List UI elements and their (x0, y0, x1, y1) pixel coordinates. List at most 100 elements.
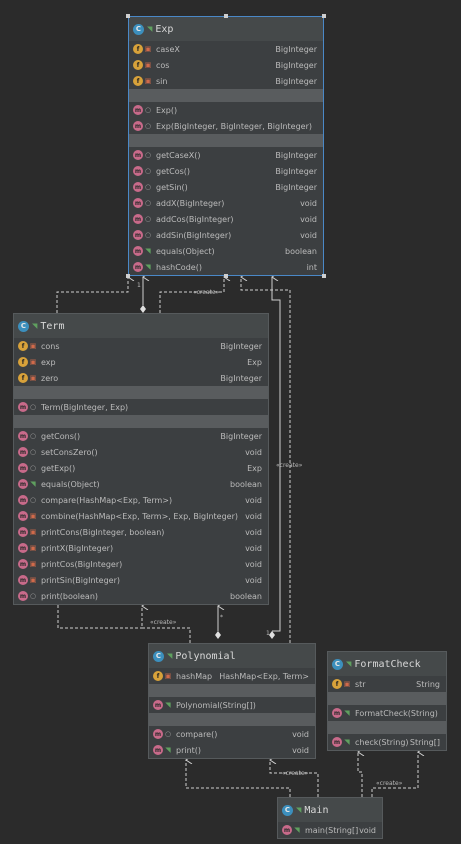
member-type: void (245, 495, 262, 505)
method-row[interactable]: m▣printCos(BigInteger)void (14, 556, 268, 572)
method-row[interactable]: m◥print()void (149, 742, 315, 758)
private-visibility-icon: ▣ (29, 374, 37, 382)
class-name: Exp (155, 23, 174, 35)
member-type: BigInteger (220, 373, 262, 383)
member-name: exp (41, 357, 56, 367)
method-row[interactable]: m○getSin()BigInteger (129, 179, 323, 195)
member-name: getCos() (156, 166, 191, 176)
method-icon: m (18, 495, 28, 505)
selection-handle[interactable] (126, 14, 130, 18)
method-row[interactable]: m○compare()void (149, 726, 315, 742)
method-icon: m (18, 511, 28, 521)
dependency-edge-term-exp-create (159, 277, 224, 313)
dependency-edge-main-formatcheck (371, 752, 418, 797)
private-visibility-icon: ▣ (29, 576, 37, 584)
class-header[interactable]: C◥Term (14, 314, 268, 338)
private-visibility-icon: ▣ (29, 528, 37, 536)
method-row[interactable]: m◥equals(Object)boolean (129, 243, 323, 259)
member-type: BigInteger (220, 341, 262, 351)
method-row[interactable]: m○addX(BigInteger)void (129, 195, 323, 211)
constructor-row[interactable]: m○Exp(BigInteger, BigInteger, BigInteger… (129, 118, 323, 134)
package-visibility-icon: ○ (144, 231, 152, 239)
public-leaf-icon: ◥ (346, 660, 352, 668)
class-header[interactable]: C◥FormatCheck (328, 652, 446, 676)
method-row[interactable]: m○getExp()Exp (14, 460, 268, 476)
constructor-row[interactable]: m◥FormatCheck(String) (328, 705, 446, 721)
member-name: equals(Object) (41, 479, 100, 489)
method-row[interactable]: m○getCaseX()BigInteger (129, 147, 323, 163)
public-visibility-icon: ◥ (165, 701, 171, 709)
member-name: Polynomial(String[]) (176, 700, 256, 710)
method-row[interactable]: m◥check(String)String[] (328, 734, 446, 750)
method-row[interactable]: m○addCos(BigInteger)void (129, 211, 323, 227)
method-row[interactable]: m▣printSin(BigInteger)void (14, 572, 268, 588)
member-type: void (300, 198, 317, 208)
selection-handle[interactable] (322, 14, 326, 18)
method-row[interactable]: m▣combine(HashMap<Exp, Term>, Exp, BigIn… (14, 508, 268, 524)
method-icon: m (332, 708, 342, 718)
section-divider (129, 89, 323, 102)
private-visibility-icon: ▣ (29, 358, 37, 366)
method-row[interactable]: m○getCons()BigInteger (14, 428, 268, 444)
method-icon: m (133, 198, 143, 208)
constructor-row[interactable]: m◥Polynomial(String[]) (149, 697, 315, 713)
method-row[interactable]: m○setConsZero()void (14, 444, 268, 460)
member-type: Exp (247, 357, 262, 367)
method-row[interactable]: m○print(boolean)boolean (14, 588, 268, 604)
constructor-row[interactable]: m○Term(BigInteger, Exp) (14, 399, 268, 415)
class-header[interactable]: C◥Exp (129, 17, 323, 41)
public-leaf-icon: ◥ (147, 25, 153, 33)
member-name: caseX (156, 44, 180, 54)
class-header[interactable]: C◥Main (278, 798, 382, 822)
field-icon: f (153, 671, 163, 681)
selection-handle[interactable] (126, 274, 130, 278)
method-row[interactable]: m▣printCons(BigInteger, boolean)void (14, 524, 268, 540)
member-type: void (245, 447, 262, 457)
class-header[interactable]: C◥Polynomial (149, 644, 315, 668)
method-row[interactable]: m◥equals(Object)boolean (14, 476, 268, 492)
member-type: Exp (247, 463, 262, 473)
method-icon: m (18, 431, 28, 441)
selection-handle[interactable] (224, 14, 228, 18)
method-row[interactable]: m▣printX(BigInteger)void (14, 540, 268, 556)
private-visibility-icon: ▣ (29, 512, 37, 520)
public-visibility-icon: ◥ (344, 738, 350, 746)
dependency-label: «create» (150, 619, 177, 626)
dependency-edge-term-exp (56, 277, 128, 313)
method-icon: m (18, 527, 28, 537)
method-icon: m (133, 166, 143, 176)
method-icon: m (18, 479, 28, 489)
constructor-row[interactable]: m○Exp() (129, 102, 323, 118)
method-row[interactable]: m○addSin(BigInteger)void (129, 227, 323, 243)
member-type: void (245, 543, 262, 553)
member-type: String[] (409, 737, 440, 747)
private-visibility-icon: ▣ (144, 45, 152, 53)
class-icon: C (153, 650, 164, 662)
method-row[interactable]: m◥main(String[])void (278, 822, 382, 838)
method-icon: m (282, 825, 292, 835)
member-name: getExp() (41, 463, 76, 473)
method-row[interactable]: m◥hashCode()int (129, 259, 323, 275)
private-visibility-icon: ▣ (343, 680, 351, 688)
member-name: check(String) (355, 737, 409, 747)
selection-handle[interactable] (224, 274, 228, 278)
selection-handle[interactable] (322, 274, 326, 278)
package-visibility-icon: ○ (29, 592, 37, 600)
method-icon: m (18, 591, 28, 601)
method-row[interactable]: m○getCos()BigInteger (129, 163, 323, 179)
method-row[interactable]: m○compare(HashMap<Exp, Term>)void (14, 492, 268, 508)
member-type: HashMap<Exp, Term> (219, 671, 309, 681)
